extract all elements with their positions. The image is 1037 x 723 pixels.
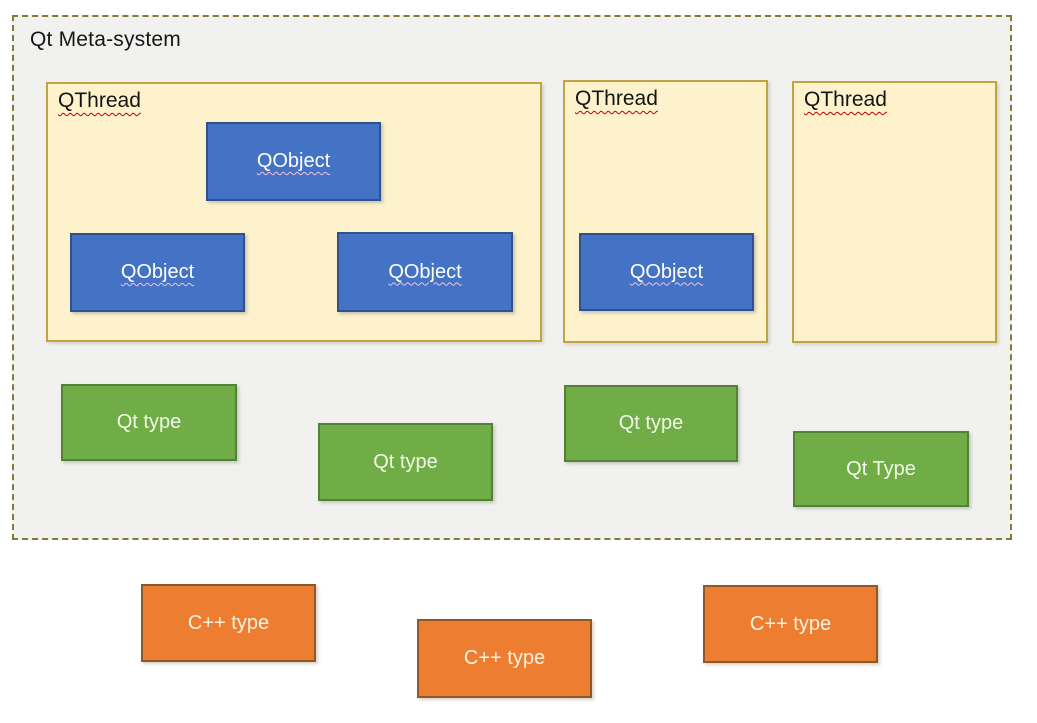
cpp-type-3-label: C++ type: [749, 612, 832, 635]
qobject-2-label: QObject: [120, 261, 195, 283]
qt-type-4-label: Qt Type: [846, 457, 916, 480]
qthread-2-label: QThread: [575, 87, 658, 110]
cpp-type-box-1: C++ type: [141, 584, 316, 662]
qobject-box-1: QObject: [206, 122, 381, 201]
qthread-3-label: QThread: [804, 88, 887, 111]
qt-type-2-label: Qt type: [373, 450, 438, 473]
cpp-type-2-label: C++ type: [463, 647, 546, 669]
qthread-box-1: QThread QObject QObject QObject: [46, 82, 542, 342]
qt-type-3-label: Qt type: [618, 412, 684, 434]
qthread-1-label: QThread: [58, 89, 141, 112]
qobject-4-label: QObject: [629, 260, 704, 283]
qt-type-box-3: Qt type: [564, 385, 738, 462]
cpp-type-box-3: C++ type: [703, 585, 878, 663]
qobject-1-label: QObject: [256, 150, 331, 172]
qthread-box-2: QThread QObject: [563, 80, 768, 343]
qobject-box-4: QObject: [579, 233, 754, 311]
qt-type-box-1: Qt type: [61, 384, 237, 461]
qt-type-box-2: Qt type: [318, 423, 493, 501]
qthread-box-3: QThread: [792, 81, 997, 343]
qt-meta-system-container: Qt Meta-system QThread QObject QObject Q…: [12, 15, 1012, 540]
qt-type-1-label: Qt type: [116, 411, 182, 433]
qobject-box-2: QObject: [70, 233, 245, 312]
qobject-box-3: QObject: [337, 232, 513, 312]
diagram-title: Qt Meta-system: [30, 28, 181, 51]
cpp-type-box-2: C++ type: [417, 619, 592, 698]
qt-type-box-4: Qt Type: [793, 431, 969, 507]
cpp-type-1-label: C++ type: [187, 611, 270, 634]
qobject-3-label: QObject: [388, 260, 462, 283]
